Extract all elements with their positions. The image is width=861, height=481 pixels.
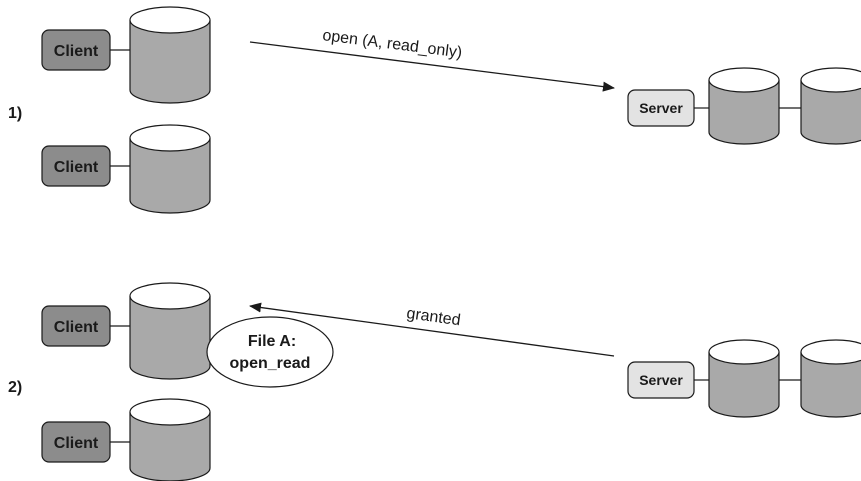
client-label: Client: [54, 435, 99, 452]
bubble-line-1: File A:: [248, 333, 296, 350]
disk-icon: [129, 6, 211, 104]
request-message: open (A, read_only): [321, 27, 463, 61]
server-label: Server: [639, 100, 683, 116]
server-label: Server: [639, 372, 683, 388]
step-1-client-top: Client: [41, 6, 211, 104]
step-2-server: Server: [627, 339, 861, 418]
step-2-client-bottom: Client: [41, 398, 211, 481]
response-message: granted: [405, 305, 461, 329]
file-state-bubble: File A: open_read: [206, 316, 334, 388]
client-label: Client: [54, 159, 99, 176]
step-1-server: Server: [627, 67, 861, 145]
step-2-label: 2): [8, 379, 22, 396]
request-arrow: [249, 41, 615, 92]
client-label: Client: [54, 319, 99, 336]
disk-icon: [800, 339, 861, 418]
client-label: Client: [54, 43, 99, 60]
disk-icon: [129, 124, 211, 214]
response-arrow: [249, 302, 615, 357]
step-2-client-top: Client: [41, 282, 211, 380]
disk-icon: [708, 339, 780, 418]
bubble-line-2: open_read: [230, 355, 311, 372]
disk-icon: [800, 67, 861, 145]
step-1-label: 1): [8, 105, 22, 122]
disk-icon: [129, 398, 211, 481]
disk-icon: [129, 282, 211, 380]
step-1-client-bottom: Client: [41, 124, 211, 214]
disk-icon: [708, 67, 780, 145]
